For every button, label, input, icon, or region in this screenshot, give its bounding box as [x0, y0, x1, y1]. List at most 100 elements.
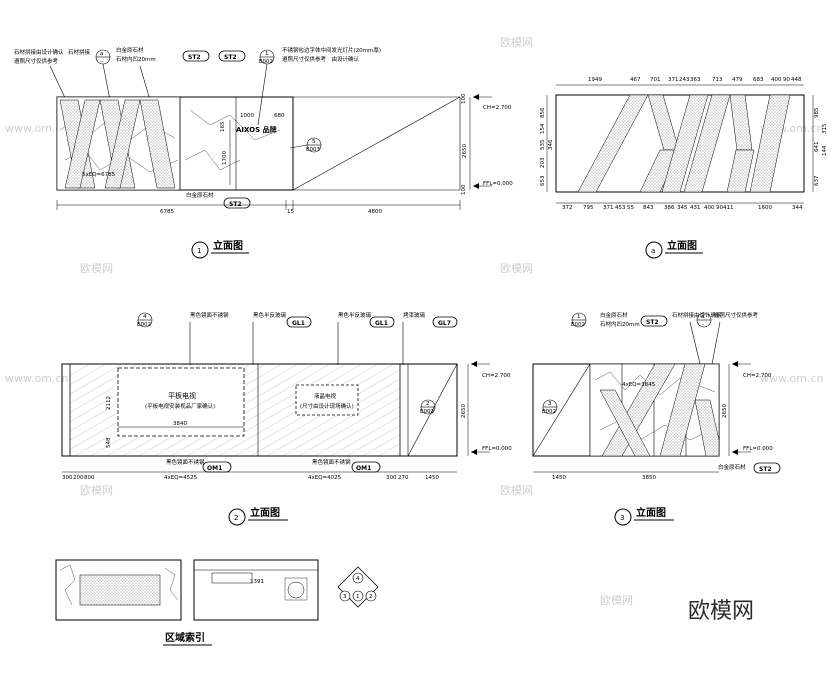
- dim-label: 2650: [462, 144, 468, 158]
- area-index: 1391 4 1 3 2 区域索引: [55, 559, 379, 646]
- material-tag: GL1: [369, 316, 395, 328]
- dim-label: 300: [386, 475, 397, 481]
- dim-label: 800: [84, 475, 95, 481]
- key-number: 2: [369, 594, 373, 600]
- stone-stripe: [694, 399, 720, 457]
- note: 石材拼接由设计确认: [672, 311, 722, 319]
- callout-sheet: E002: [259, 59, 273, 65]
- watermark-small: 欧模网: [80, 484, 113, 497]
- dim-label: 100: [461, 184, 467, 195]
- dim-label: 843: [643, 205, 654, 211]
- note: 黑色镜面不锈钢: [190, 311, 229, 319]
- dim-label: 683: [753, 77, 764, 83]
- dim-label: 1450: [552, 475, 566, 481]
- title-number: 2: [234, 514, 238, 522]
- callout-sheet: E002: [137, 322, 151, 328]
- key-number: 4: [356, 576, 360, 582]
- tv-outline: [117, 367, 245, 437]
- material-tag: ST2: [753, 462, 781, 474]
- level-label: CH=2.700: [482, 373, 511, 379]
- material-tag: OM1: [351, 461, 381, 473]
- stone-stripe: [104, 99, 141, 189]
- dim-label: 453: [615, 205, 626, 211]
- dim-label: 3850: [642, 475, 656, 481]
- dim-label: 479: [732, 77, 743, 83]
- watermark-small: 欧模网: [600, 594, 633, 607]
- dim-label: 144: [822, 145, 828, 156]
- dim-label: 346: [548, 139, 554, 150]
- callout-number: 1: [265, 51, 269, 57]
- dim-label: 701: [650, 77, 661, 83]
- stone-stripe: [639, 149, 681, 193]
- callout-sheet: -: [101, 59, 103, 65]
- watermark-small: 欧模网: [80, 262, 113, 275]
- drawing-title: 立面图: [213, 239, 243, 252]
- screen-sub: (尺寸由设计现场确认): [300, 402, 354, 410]
- note: 遵照尺寸仅供参考: [714, 311, 759, 319]
- dim-label: 680: [274, 113, 285, 119]
- stone-stripe: [749, 94, 791, 193]
- dim-label: 4800: [368, 209, 382, 215]
- callout-number: a: [100, 51, 103, 57]
- callout-number: 4: [143, 314, 147, 320]
- dim-label: 713: [712, 77, 723, 83]
- callout-number: a: [701, 314, 704, 320]
- dim-label: 1949: [588, 77, 602, 83]
- dim-label: 371: [603, 205, 614, 211]
- marble-vein: [594, 371, 716, 396]
- callout-number: 5: [312, 139, 316, 145]
- stone-stripe: [647, 94, 680, 151]
- index-title: 区域索引: [165, 631, 205, 644]
- elevation-2: 4 E002 黑色镜面不锈钢 黑色半反玻璃 黑色半反玻璃 烤漆玻璃 GL1 GL…: [61, 311, 512, 526]
- material-tag: ST2: [182, 50, 210, 62]
- screen-label: 液晶电视: [314, 392, 337, 400]
- dim-label: 400: [704, 205, 715, 211]
- dim-label: 400: [771, 77, 782, 83]
- callout-number: 1: [577, 314, 581, 320]
- dim-label: 411: [723, 205, 734, 211]
- material-tag: ST2: [640, 315, 668, 327]
- dim-label: 203: [540, 157, 546, 168]
- dim-label: 548: [106, 437, 112, 448]
- note: 石材内凹20mm: [116, 55, 156, 63]
- dim-label: 535: [540, 139, 546, 150]
- title-circle: [614, 508, 632, 526]
- note: 石材内凹20mm: [600, 320, 640, 328]
- stone-stripe: [599, 389, 651, 457]
- dim-label: 363: [690, 77, 701, 83]
- dim-label: 1000: [240, 113, 254, 119]
- watermark-small: 欧模网: [500, 484, 533, 497]
- note: 遵照尺寸仅供参考 由设计确认: [282, 55, 360, 63]
- callout-sheet: E002: [420, 409, 434, 415]
- dim-label: 315: [822, 123, 828, 134]
- level-label: CH=2.700: [483, 105, 512, 111]
- dim-label: 431: [690, 205, 701, 211]
- title-circle: [228, 508, 246, 526]
- note: 白金原石材: [116, 46, 144, 54]
- dim-label: 1600: [758, 205, 772, 211]
- svg-text:GL1: GL1: [375, 320, 388, 327]
- dim-label: 154: [540, 123, 546, 134]
- note: 黑色半反玻璃: [338, 311, 372, 319]
- dim-label: 856: [540, 107, 546, 118]
- elevation-1: 石材拼接由设计确认 遵照尺寸仅供参考 石材拼接 白金原石材 石材内凹20mm 不…: [14, 46, 513, 259]
- watermark-url: www.om.cn: [5, 372, 68, 385]
- svg-text:ST2: ST2: [646, 319, 659, 326]
- callout-sheet: E002: [542, 409, 556, 415]
- callout-sheet: -: [702, 322, 704, 328]
- stone-stripe: [139, 99, 176, 189]
- watermark-small: 欧模网: [500, 262, 533, 275]
- stone-stripe: [577, 94, 649, 193]
- stone-stripe: [726, 149, 755, 193]
- dim-label: 5xEQ=6785: [82, 172, 116, 178]
- screen-outline: [295, 384, 359, 416]
- dim-label: 300: [62, 475, 73, 481]
- level-label: FFL=0.000: [483, 181, 513, 187]
- dim-label: 15: [287, 209, 294, 215]
- index-plan-right: [193, 559, 319, 621]
- level-label: FFL=0.000: [743, 446, 773, 452]
- watermark-url: www.om.cn: [760, 372, 823, 385]
- dim-label: 1391: [250, 579, 264, 585]
- dim-label: 1700: [222, 151, 228, 165]
- stone-stripe: [659, 363, 706, 457]
